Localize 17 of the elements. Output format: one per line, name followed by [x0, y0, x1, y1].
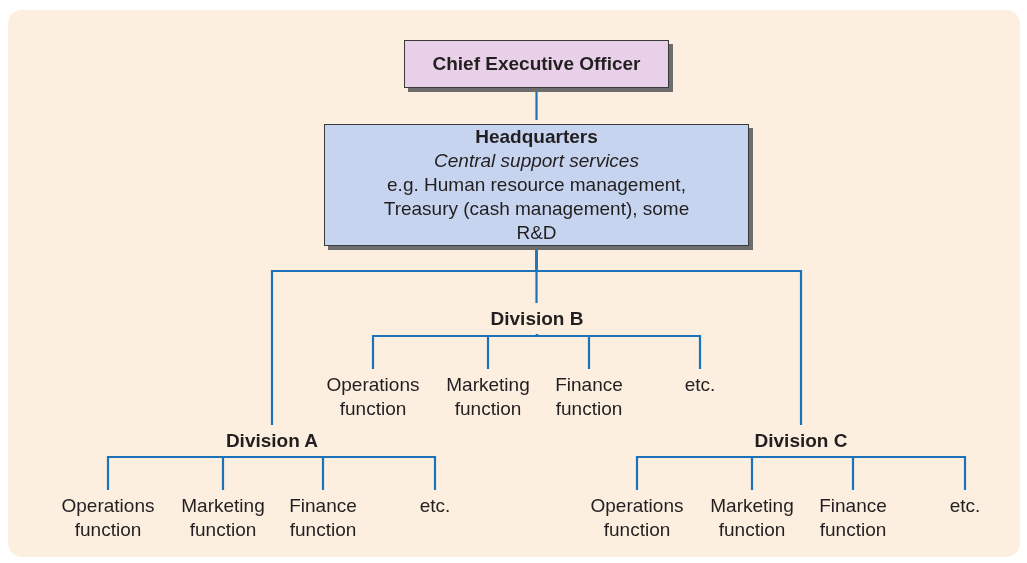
connector-line [799, 455, 967, 490]
connector-line [535, 91, 538, 120]
connector-line [486, 333, 539, 369]
function-label: etc. [935, 494, 995, 520]
division-label: Division B [467, 307, 607, 331]
function-label: etc. [670, 373, 730, 399]
connector-line [535, 249, 803, 425]
connector-line [750, 455, 803, 490]
function-label: etc. [405, 494, 465, 520]
division-label: Division A [202, 429, 342, 453]
division-label: Division C [731, 429, 871, 453]
connector-line [535, 333, 702, 369]
subheading: Central support services [434, 149, 639, 173]
connector-line [221, 455, 274, 490]
connector-line [270, 455, 437, 490]
description: e.g. Human resource management, Treasury (cash management), some R&D [382, 173, 691, 245]
heading: Headquarters [475, 125, 598, 149]
